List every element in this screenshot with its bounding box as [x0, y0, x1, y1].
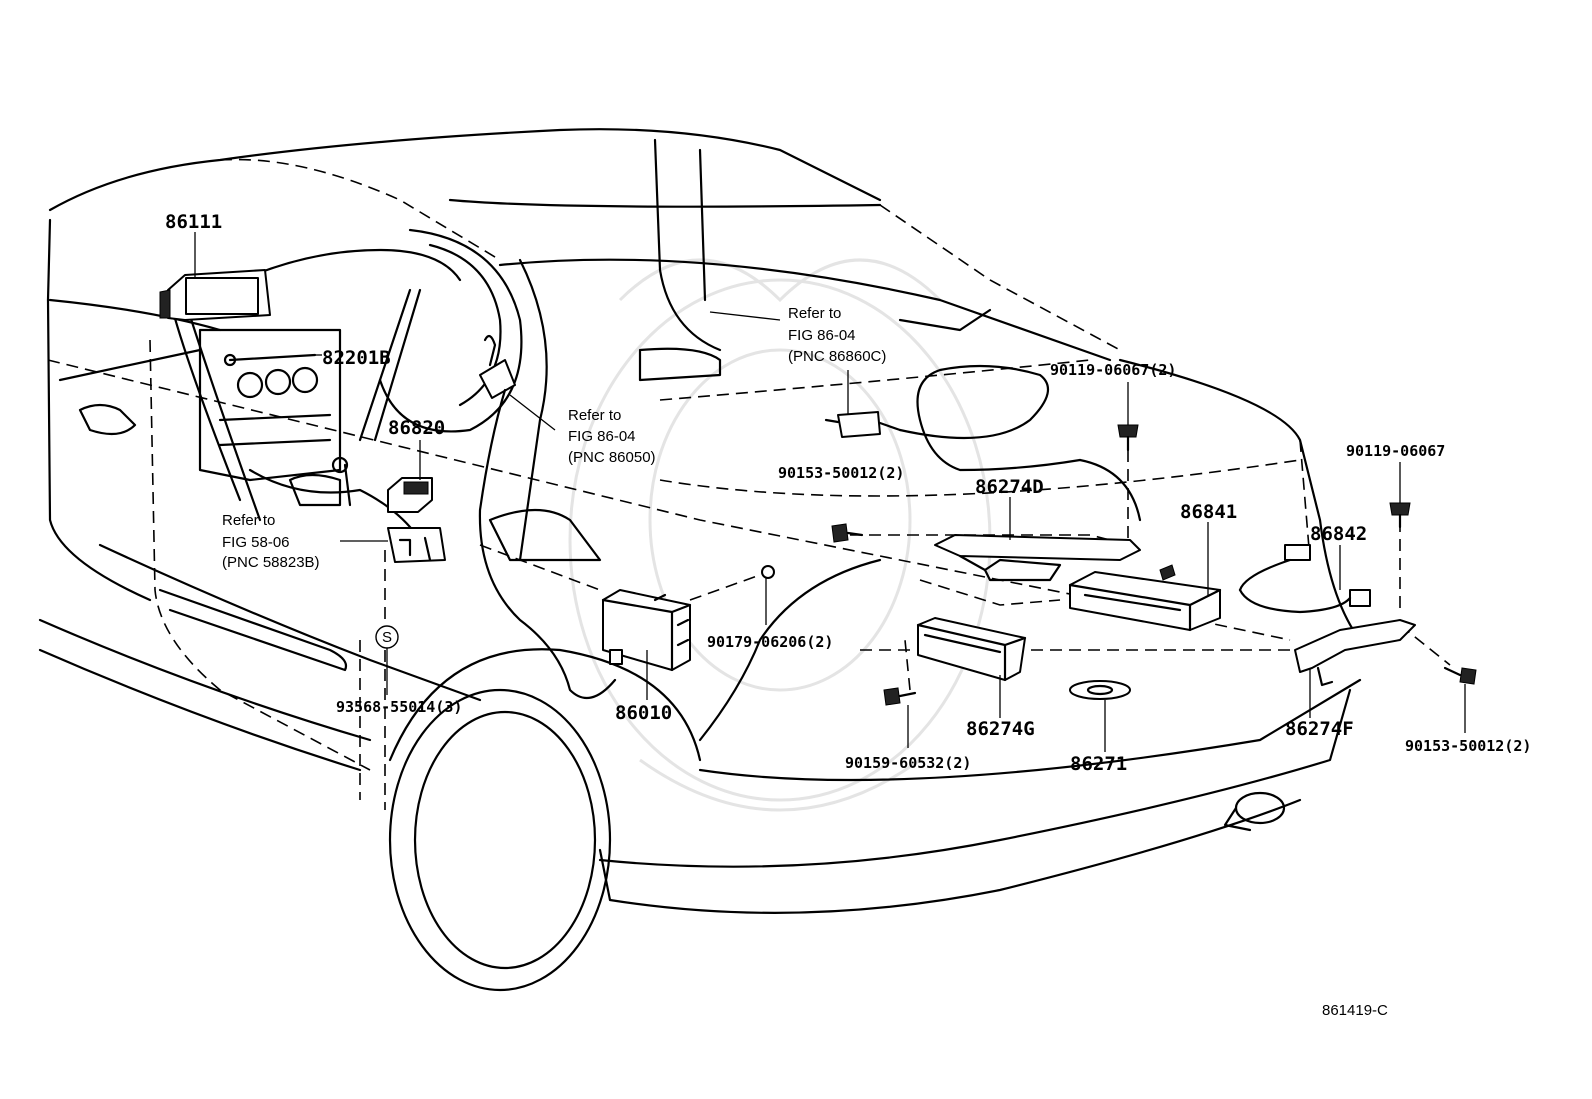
- ref-note-58823b-line3: (PNC 58823B): [222, 554, 320, 571]
- part-86010-shape[interactable]: [601, 589, 692, 672]
- label-86841[interactable]: 86841: [1180, 501, 1237, 523]
- part-90119-bolt-a[interactable]: [1117, 424, 1139, 452]
- part-86274d-shape[interactable]: [934, 534, 1141, 582]
- label-90153-a[interactable]: 90153-50012(2): [778, 464, 904, 482]
- part-90119-bolt-b[interactable]: [1389, 502, 1411, 529]
- label-82201b[interactable]: 82201B: [322, 347, 391, 369]
- part-90159-bolt[interactable]: [883, 687, 917, 706]
- label-86010[interactable]: 86010: [615, 702, 672, 724]
- label-90159[interactable]: 90159-60532(2): [845, 754, 971, 772]
- part-86274g-shape[interactable]: [916, 617, 1027, 682]
- ref-note-86050-line3: (PNC 86050): [568, 449, 656, 466]
- label-93568[interactable]: 93568-55014(3): [336, 698, 462, 716]
- label-86274g[interactable]: 86274G: [966, 718, 1035, 740]
- label-86842[interactable]: 86842: [1310, 523, 1367, 545]
- label-86271[interactable]: 86271: [1070, 753, 1127, 775]
- label-90179[interactable]: 90179-06206(2): [707, 633, 833, 651]
- ref-note-86050-line2: FIG 86-04: [568, 428, 636, 445]
- part-90153-bolt-a[interactable]: [831, 523, 864, 543]
- label-86274f[interactable]: 86274F: [1285, 718, 1354, 740]
- ref-note-58823b-line1: Refer to: [222, 512, 275, 529]
- label-86820[interactable]: 86820: [388, 417, 445, 439]
- standard-part-symbol: S: [375, 625, 399, 649]
- ref-note-86860c[interactable]: Refer to FIG 86-04 (PNC 86860C): [788, 305, 886, 365]
- ref-note-86860c-line1: Refer to: [788, 305, 841, 322]
- part-86820-shape[interactable]: [387, 477, 433, 513]
- ref-note-58823b[interactable]: Refer to FIG 58-06 (PNC 58823B): [222, 512, 320, 571]
- ref-note-86860c-line2: FIG 86-04: [788, 327, 856, 344]
- part-86842-shape[interactable]: [1238, 544, 1371, 614]
- part-82201b-shape[interactable]: [223, 353, 317, 367]
- ref-note-58823b-line2: FIG 58-06: [222, 534, 290, 551]
- label-90119-b[interactable]: 90119-06067: [1346, 442, 1445, 460]
- label-90153-b[interactable]: 90153-50012(2): [1405, 737, 1531, 755]
- illustration-code: 861419-C: [1322, 1002, 1388, 1019]
- label-90119-a[interactable]: 90119-06067(2): [1050, 361, 1176, 379]
- part-86841-shape[interactable]: [1068, 564, 1222, 632]
- part-90153-bolt-b[interactable]: [1443, 666, 1477, 685]
- ref-note-86050-line1: Refer to: [568, 407, 621, 424]
- part-86860c-shape[interactable]: [824, 364, 1142, 522]
- part-58823b-shape[interactable]: [387, 527, 446, 563]
- part-86274f-shape[interactable]: [1294, 619, 1416, 687]
- part-86271-shape[interactable]: [1069, 680, 1131, 700]
- ref-note-86050[interactable]: Refer to FIG 86-04 (PNC 86050): [568, 407, 656, 466]
- ref-note-86860c-line3: (PNC 86860C): [788, 348, 886, 365]
- part-90179-clip[interactable]: [761, 565, 775, 579]
- standard-part-symbol-text: S: [382, 629, 392, 646]
- part-86050-shape[interactable]: [478, 334, 617, 700]
- label-86111[interactable]: 86111: [165, 211, 222, 233]
- label-86274d[interactable]: 86274D: [975, 476, 1044, 498]
- part-86111-shape[interactable]: [159, 269, 271, 321]
